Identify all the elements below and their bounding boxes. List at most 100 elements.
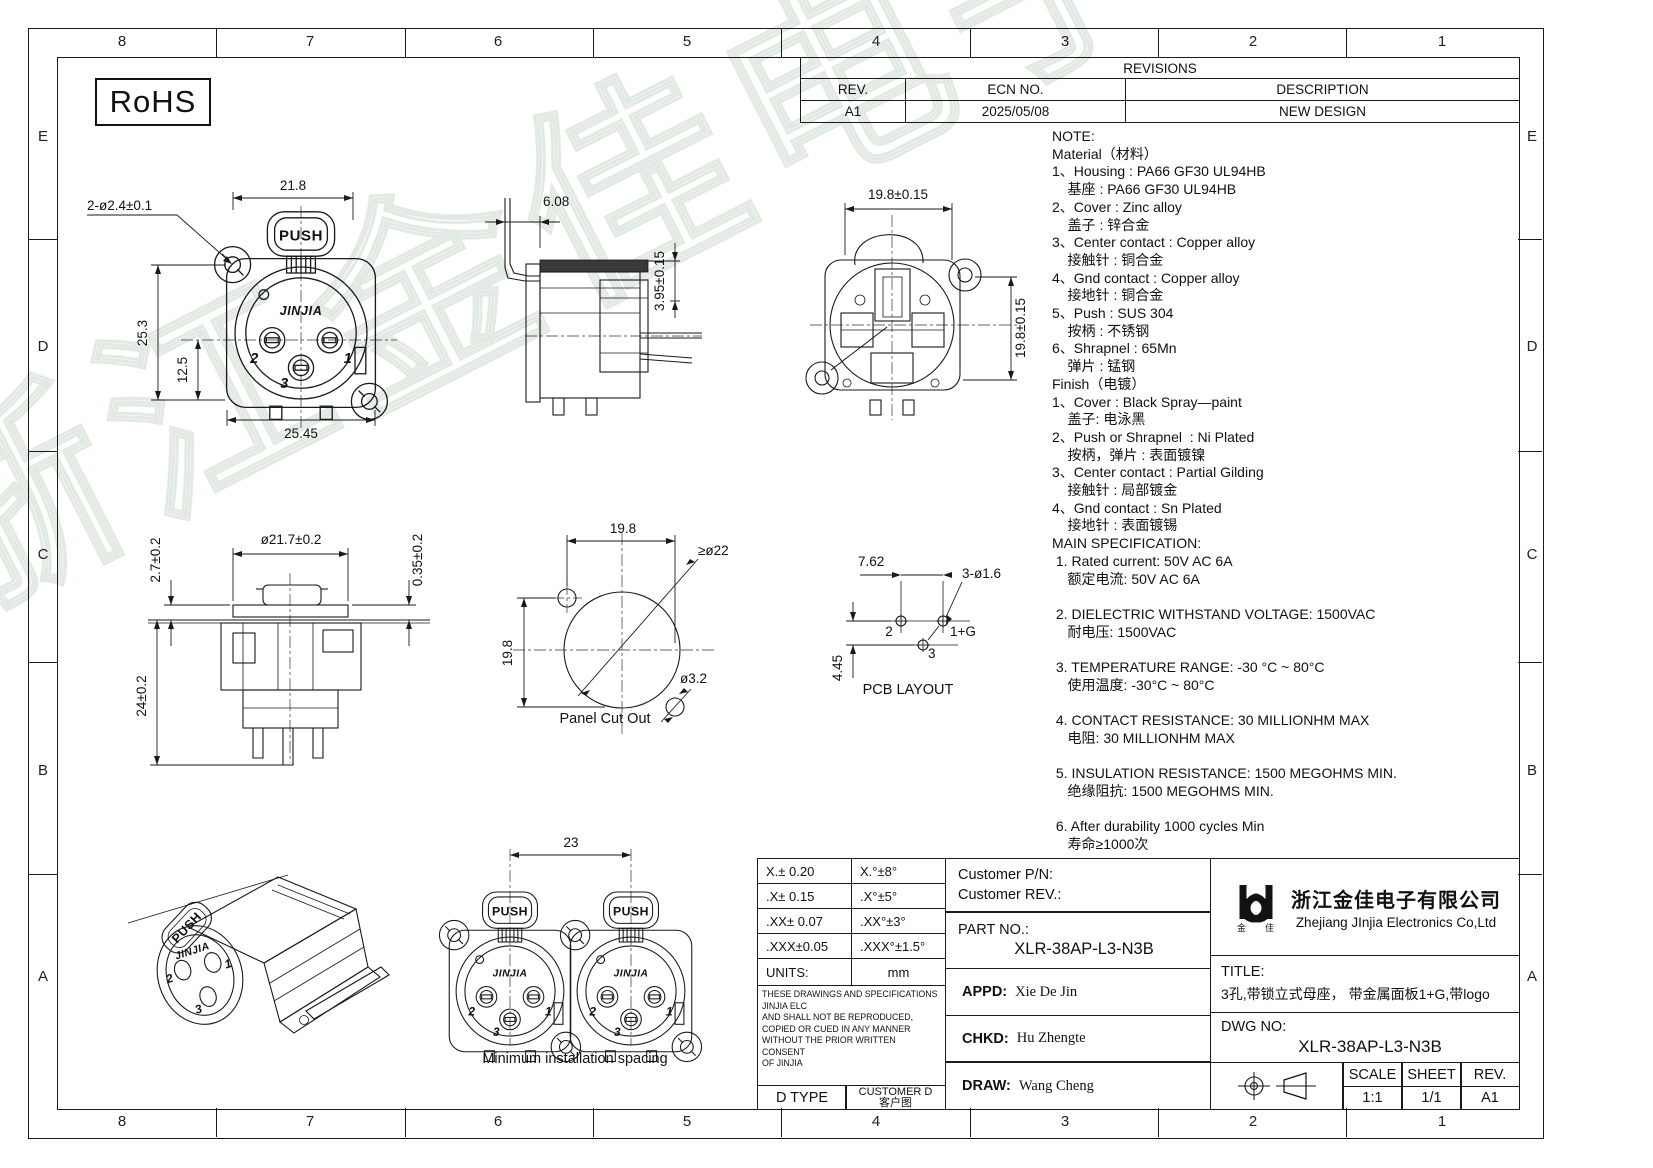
zone-tick xyxy=(593,1108,595,1137)
dim-holes: 2-ø2.4±0.1 xyxy=(87,198,152,213)
chkd-label: CHKD: xyxy=(962,1030,1009,1047)
dim-y: 4.45 xyxy=(830,655,845,681)
tolerance-angular: .X°±5° xyxy=(851,883,946,909)
company-name-en: Zhejiang JInjia Electronics Co,Ltd xyxy=(1295,915,1497,930)
dim-spacing: 23 xyxy=(563,835,578,850)
dim-holes: 3-ø1.6 xyxy=(962,566,1001,581)
revisions-col-desc: DESCRIPTION xyxy=(1125,78,1520,101)
company-cell: 金 佳 浙江金佳电子有限公司 Zhejiang JInjia Electroni… xyxy=(1210,858,1520,956)
pcb-pin1g-label: 1+G xyxy=(950,624,976,639)
perspective-view: JINJIA 2 1 3 PUSH xyxy=(127,874,390,1034)
zone-tick xyxy=(1158,28,1160,57)
customer-cell: Customer P/N: Customer REV.: xyxy=(945,858,1211,913)
zone-col-label: 2 xyxy=(1248,1113,1258,1130)
disclaimer: THESE DRAWINGS AND SPECIFICATIONS JINJIA… xyxy=(757,985,946,1086)
customer-d-label: CUSTOMER D 客户图 xyxy=(845,1085,946,1110)
front-view: 21.8 2-ø2.4±0.1 25.3 12.5 25.45 xyxy=(87,178,397,441)
zone-tick xyxy=(405,1108,407,1137)
dim-flange: 0.35±0.2 xyxy=(410,534,425,586)
zone-col-label: 3 xyxy=(1060,1113,1070,1130)
dim-height: 25.3 xyxy=(135,320,150,346)
draw-cell: DRAW: Wang Cheng xyxy=(945,1062,1211,1110)
tolerance-angular: X.°±8° xyxy=(851,858,946,884)
zone-row-label: E xyxy=(1526,128,1537,145)
part-no-label: PART NO.: xyxy=(958,922,1029,938)
projection-symbol-icon xyxy=(1238,1072,1316,1100)
revision-rev: A1 xyxy=(800,100,906,123)
panel-cutout-view: ≥ø22 19.8 19.8 ø3.2 Panel Cut Out xyxy=(500,521,729,735)
appd-label: APPD: xyxy=(962,984,1008,1000)
spacing-view: 23 Minimum installation spacing xyxy=(438,835,703,1067)
zone-col-label: 8 xyxy=(117,33,127,50)
zone-tick xyxy=(216,1108,218,1137)
zone-col-label: 1 xyxy=(1437,1113,1447,1130)
zone-col-label: 6 xyxy=(493,1113,503,1130)
scale-value: 1:1 xyxy=(1342,1086,1403,1110)
sheet-label: SHEET xyxy=(1401,1062,1462,1087)
revisions-title: REVISIONS xyxy=(800,57,1520,79)
zone-row-label: A xyxy=(1526,968,1537,985)
units-value: mm xyxy=(851,958,946,986)
dim-head: 2.7±0.2 xyxy=(148,538,163,583)
side-view: 6.08 3.95±0.15 xyxy=(485,194,702,416)
pin1-label: 1 xyxy=(223,956,234,971)
part-no-cell: PART NO.: XLR-38AP-L3-N3B xyxy=(945,912,1211,969)
zone-tick xyxy=(28,239,57,241)
zone-tick xyxy=(1518,662,1542,664)
logo-cn-left: 金 xyxy=(1237,922,1246,933)
rohs-badge: RoHS xyxy=(95,78,211,126)
dim-width-top: 21.8 xyxy=(280,178,306,193)
push-label: PUSH xyxy=(169,909,204,945)
zone-tick xyxy=(1518,451,1542,453)
panel-cutout-caption: Panel Cut Out xyxy=(559,711,650,727)
zone-row-label: C xyxy=(37,546,49,563)
zone-tick xyxy=(781,28,783,57)
sheet-value: 1/1 xyxy=(1401,1086,1462,1110)
zone-col-label: 4 xyxy=(871,1113,881,1130)
spacing-caption: Minimum installation spacing xyxy=(482,1051,667,1067)
dim-x: 19.8 xyxy=(610,521,636,536)
rear-view: 19.8±0.15 19.8±0.15 xyxy=(805,187,1028,420)
dim-y: 19.8 xyxy=(500,640,515,666)
dim-pitch: 7.62 xyxy=(858,554,884,569)
revisions-col-rev: REV. xyxy=(800,78,906,101)
zone-col-label: 8 xyxy=(117,1113,127,1130)
notes-block: NOTE: Material（材料） 1、Housing : PA66 GF30… xyxy=(1052,128,1397,853)
dim-height: 19.8±0.15 xyxy=(1013,298,1028,358)
dim-dia: ø21.7±0.2 xyxy=(261,532,322,547)
tolerance-linear: .XX± 0.07 xyxy=(757,908,852,934)
dim-width-bottom: 25.45 xyxy=(284,426,318,441)
dim-pin-height: 12.5 xyxy=(175,357,190,383)
tolerance-angular: .XXX°±1.5° xyxy=(851,933,946,959)
dim-dia: ≥ø22 xyxy=(698,543,729,558)
zone-tick xyxy=(1346,28,1348,57)
d-type-label: D TYPE xyxy=(757,1085,847,1110)
logo-cn-right: 佳 xyxy=(1265,922,1274,933)
zone-row-label: A xyxy=(37,968,48,985)
part-no-value: XLR-38AP-L3-N3B xyxy=(1014,940,1154,958)
chkd-name: Hu Zhengte xyxy=(1016,1030,1086,1046)
appd-name: Xie De Jin xyxy=(1015,983,1078,1000)
draw-label: DRAW: xyxy=(962,1078,1011,1094)
zone-tick xyxy=(28,874,57,876)
zone-col-label: 2 xyxy=(1248,33,1258,50)
dwg-no-value: XLR-38AP-L3-N3B xyxy=(1298,1036,1442,1056)
zone-row-label: D xyxy=(1526,338,1538,355)
zone-col-label: 6 xyxy=(493,33,503,50)
zone-tick xyxy=(28,662,57,664)
zone-tick xyxy=(1346,1108,1348,1137)
mounted-view: ø21.7±0.2 2.7±0.2 0.35±0.2 24±0.2 xyxy=(134,532,430,766)
zone-tick xyxy=(970,28,972,57)
pin3-label: 3 xyxy=(193,1001,204,1016)
outer-border xyxy=(28,28,1544,1139)
zone-col-label: 5 xyxy=(682,1113,692,1130)
pcb-layout-view: 7.62 3-ø1.6 4.45 2 3 1+G PCB LAYOUT xyxy=(830,554,1001,698)
title-cell: TITLE: 3孔,带锁立式母座， 带金属面板1+G,带logo xyxy=(1210,955,1520,1013)
pin2-label: 2 xyxy=(163,971,175,987)
zone-tick xyxy=(1518,874,1542,876)
title-value: 3孔,带锁立式母座， 带金属面板1+G,带logo xyxy=(1221,986,1490,1002)
units-label: UNITS: xyxy=(757,958,852,986)
dim-depth: 24±0.2 xyxy=(134,675,149,716)
dim-tail: 3.95±0.15 xyxy=(652,251,667,311)
